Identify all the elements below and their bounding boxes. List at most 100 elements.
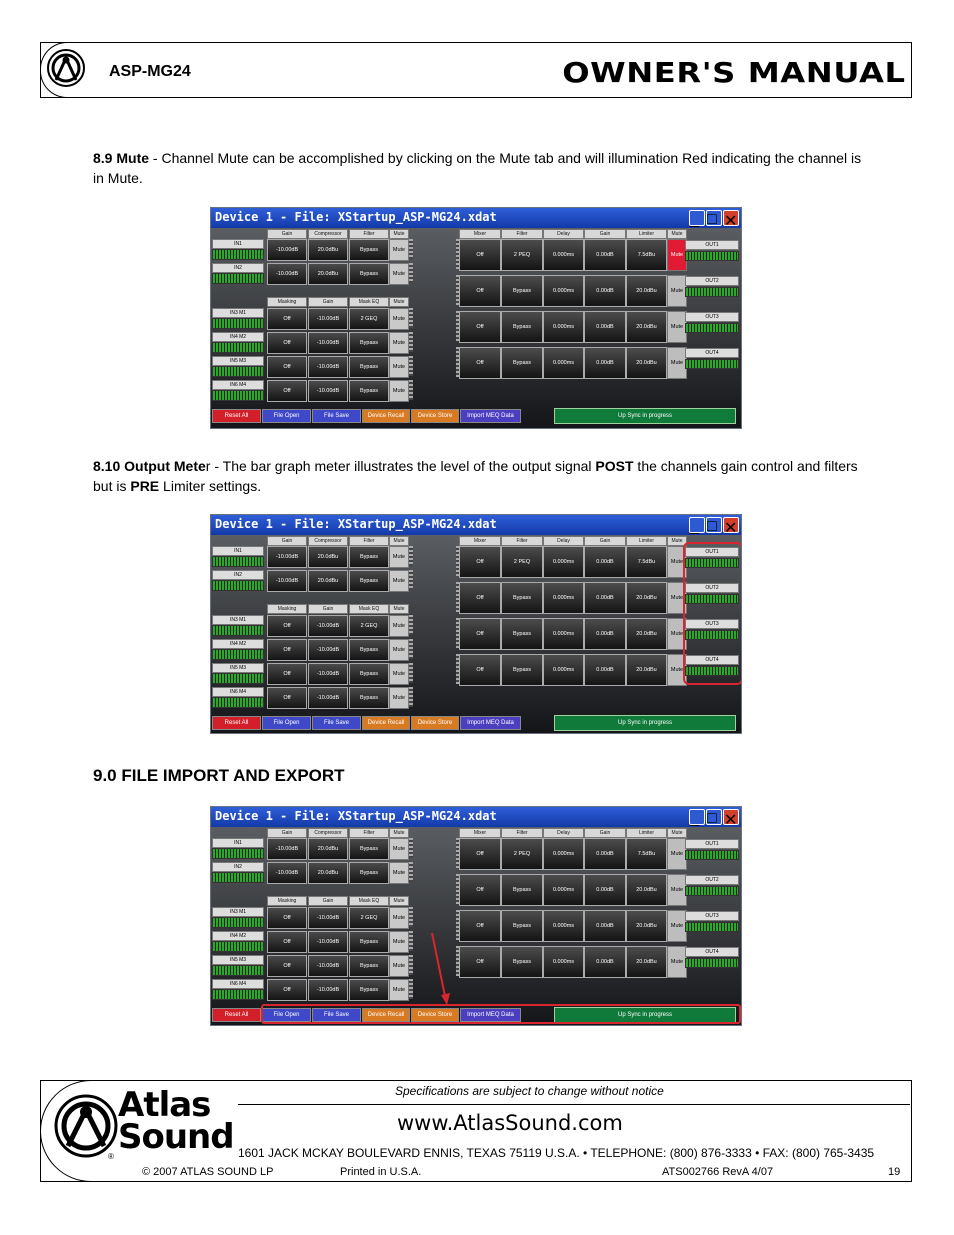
- output-gain[interactable]: 0.00dB: [584, 239, 626, 271]
- mic-mute-button[interactable]: Mute: [389, 931, 409, 953]
- output-filter[interactable]: Bypass: [501, 946, 543, 978]
- import-meq-button[interactable]: Import MEQ Data: [460, 716, 521, 730]
- mic-eq[interactable]: Bypass: [349, 332, 389, 354]
- mic-eq[interactable]: Bypass: [349, 356, 389, 378]
- mic-mute-button[interactable]: Mute: [389, 380, 409, 402]
- output-gain[interactable]: 0.00dB: [584, 311, 626, 343]
- input-mute-button[interactable]: Mute: [389, 838, 409, 860]
- mic-eq[interactable]: Bypass: [349, 955, 389, 977]
- output-slider[interactable]: [456, 654, 460, 684]
- input-gain[interactable]: -10.00dB: [267, 862, 307, 884]
- input-compressor[interactable]: 20.0dBu: [308, 546, 348, 568]
- output-gain[interactable]: 0.00dB: [584, 582, 626, 614]
- output-limiter[interactable]: 7.5dBu: [626, 239, 667, 271]
- mic-slider[interactable]: [409, 931, 413, 951]
- output-slider[interactable]: [456, 838, 460, 868]
- mic-gain[interactable]: -10.00dB: [308, 687, 348, 709]
- output-slider[interactable]: [456, 618, 460, 648]
- output-filter[interactable]: Bypass: [501, 582, 543, 614]
- input-slider[interactable]: [409, 546, 413, 566]
- output-filter[interactable]: Bypass: [501, 618, 543, 650]
- mic-slider[interactable]: [409, 979, 413, 999]
- device-store-button[interactable]: Device Store: [411, 409, 459, 423]
- output-gain[interactable]: 0.00dB: [584, 275, 626, 307]
- output-limiter[interactable]: 7.5dBu: [626, 546, 667, 578]
- mic-mute-button[interactable]: Mute: [389, 687, 409, 709]
- mic-masking[interactable]: Off: [267, 931, 307, 953]
- output-filter[interactable]: Bypass: [501, 654, 543, 686]
- device-recall-button[interactable]: Device Recall: [362, 716, 410, 730]
- output-limiter[interactable]: 20.0dBu: [626, 582, 667, 614]
- file-save-button[interactable]: File Save: [312, 409, 361, 423]
- file-open-button[interactable]: File Open: [262, 716, 311, 730]
- close-button[interactable]: ✕: [723, 809, 739, 829]
- output-delay[interactable]: 0.000ms: [543, 838, 584, 870]
- output-filter[interactable]: Bypass: [501, 874, 543, 906]
- maximize-button[interactable]: □: [706, 517, 722, 535]
- minimize-button[interactable]: _: [689, 210, 705, 228]
- mic-mute-button[interactable]: Mute: [389, 308, 409, 330]
- minimize-button[interactable]: _: [689, 809, 705, 827]
- mic-eq[interactable]: Bypass: [349, 931, 389, 953]
- output-limiter[interactable]: 20.0dBu: [626, 311, 667, 343]
- output-delay[interactable]: 0.000ms: [543, 239, 584, 271]
- maximize-button[interactable]: □: [706, 809, 722, 827]
- input-gain[interactable]: -10.00dB: [267, 546, 307, 568]
- input-slider[interactable]: [409, 263, 413, 283]
- output-filter[interactable]: Bypass: [501, 275, 543, 307]
- mic-mute-button[interactable]: Mute: [389, 955, 409, 977]
- output-delay[interactable]: 0.000ms: [543, 347, 584, 379]
- input-mute-button[interactable]: Mute: [389, 239, 409, 261]
- output-delay[interactable]: 0.000ms: [543, 654, 584, 686]
- mic-masking[interactable]: Off: [267, 615, 307, 637]
- mic-eq[interactable]: 2 GEQ: [349, 308, 389, 330]
- maximize-button[interactable]: □: [706, 210, 722, 228]
- mic-eq[interactable]: Bypass: [349, 663, 389, 685]
- output-mixer[interactable]: Off: [459, 311, 501, 343]
- mic-masking[interactable]: Off: [267, 380, 307, 402]
- mic-slider[interactable]: [409, 663, 413, 683]
- mic-eq[interactable]: Bypass: [349, 639, 389, 661]
- device-recall-button[interactable]: Device Recall: [362, 409, 410, 423]
- mic-masking[interactable]: Off: [267, 687, 307, 709]
- output-filter[interactable]: 2 PEQ: [501, 546, 543, 578]
- mic-slider[interactable]: [409, 615, 413, 635]
- output-gain[interactable]: 0.00dB: [584, 874, 626, 906]
- output-slider[interactable]: [456, 347, 460, 377]
- mic-slider[interactable]: [409, 907, 413, 927]
- input-slider[interactable]: [409, 838, 413, 858]
- minimize-button[interactable]: _: [689, 517, 705, 535]
- mic-slider[interactable]: [409, 687, 413, 707]
- input-slider[interactable]: [409, 570, 413, 590]
- output-mixer[interactable]: Off: [459, 546, 501, 578]
- mic-gain[interactable]: -10.00dB: [308, 663, 348, 685]
- mic-gain[interactable]: -10.00dB: [308, 308, 348, 330]
- output-gain[interactable]: 0.00dB: [584, 347, 626, 379]
- input-gain[interactable]: -10.00dB: [267, 239, 307, 261]
- mic-mute-button[interactable]: Mute: [389, 332, 409, 354]
- mic-masking[interactable]: Off: [267, 332, 307, 354]
- output-slider[interactable]: [456, 910, 460, 940]
- output-mixer[interactable]: Off: [459, 239, 501, 271]
- mic-eq[interactable]: 2 GEQ: [349, 907, 389, 929]
- device-store-button[interactable]: Device Store: [411, 1008, 459, 1022]
- mic-masking[interactable]: Off: [267, 663, 307, 685]
- mic-gain[interactable]: -10.00dB: [308, 380, 348, 402]
- input-slider[interactable]: [409, 239, 413, 259]
- mic-gain[interactable]: -10.00dB: [308, 979, 348, 1001]
- mic-masking[interactable]: Off: [267, 639, 307, 661]
- output-limiter[interactable]: 7.5dBu: [626, 838, 667, 870]
- mic-slider[interactable]: [409, 380, 413, 400]
- output-mute-button[interactable]: Mute: [667, 654, 687, 686]
- output-delay[interactable]: 0.000ms: [543, 874, 584, 906]
- mic-mute-button[interactable]: Mute: [389, 356, 409, 378]
- output-mute-button[interactable]: Mute: [667, 874, 687, 906]
- output-mute-button[interactable]: Mute: [667, 910, 687, 942]
- mic-slider[interactable]: [409, 356, 413, 376]
- device-store-button[interactable]: Device Store: [411, 716, 459, 730]
- output-mixer[interactable]: Off: [459, 910, 501, 942]
- input-mute-button[interactable]: Mute: [389, 263, 409, 285]
- mic-slider[interactable]: [409, 955, 413, 975]
- output-delay[interactable]: 0.000ms: [543, 946, 584, 978]
- output-mute-button[interactable]: Mute: [667, 311, 687, 343]
